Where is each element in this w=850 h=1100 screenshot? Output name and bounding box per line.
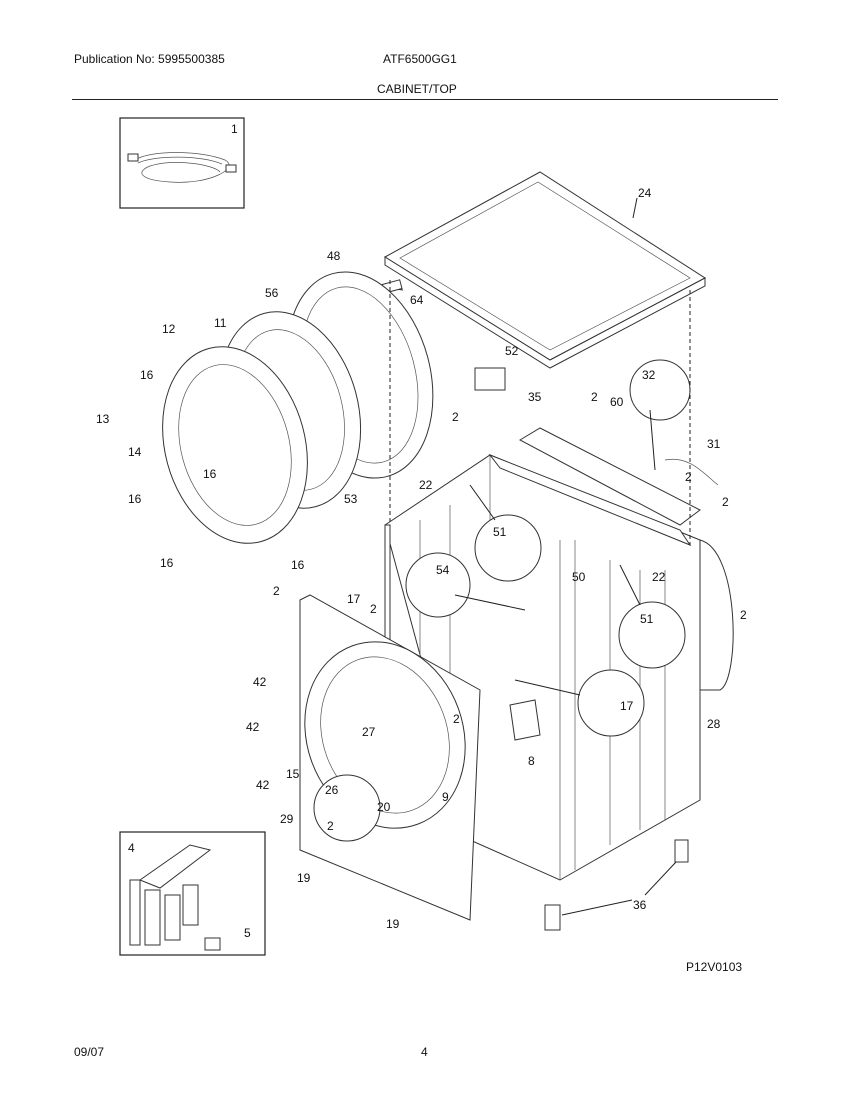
callout-51b: 51	[640, 612, 654, 626]
callout-2d: 2	[722, 495, 729, 509]
callout-20: 20	[377, 800, 391, 814]
callout-4: 4	[128, 841, 135, 855]
callout-8: 8	[528, 754, 535, 768]
leader-lines	[389, 280, 691, 916]
callout-42b: 42	[246, 720, 260, 734]
detail-circle-26	[313, 774, 381, 842]
callout-2g: 2	[740, 608, 747, 622]
callout-16c: 16	[128, 492, 142, 506]
part-31-cord	[664, 458, 719, 486]
callout-48: 48	[327, 249, 341, 263]
section-title: CABINET/TOP	[377, 82, 457, 96]
callout-24: 24	[638, 186, 652, 200]
callout-2e: 2	[273, 584, 280, 598]
inset-hose	[119, 117, 245, 209]
part-8-switch	[509, 699, 541, 741]
footer-date: 09/07	[74, 1045, 105, 1059]
callout-2a: 2	[591, 390, 598, 404]
callout-2c: 2	[685, 470, 692, 484]
callout-42a: 42	[253, 675, 267, 689]
callout-26: 26	[325, 783, 339, 797]
callout-19b: 19	[386, 917, 400, 931]
door-rings	[162, 271, 434, 544]
top-panel	[381, 171, 706, 369]
callout-15: 15	[286, 767, 300, 781]
model-number: ATF6500GG1	[383, 52, 457, 66]
publication-number: Publication No: 5995500385	[74, 52, 225, 66]
callout-29: 29	[280, 812, 294, 826]
detail-circle-17	[577, 669, 645, 737]
footer-page-number: 4	[421, 1045, 428, 1059]
callout-2f: 2	[370, 602, 377, 616]
inset-bracket	[119, 831, 266, 956]
callout-22a: 22	[419, 478, 433, 492]
callout-17a: 17	[347, 592, 361, 606]
detail-circle-32	[629, 359, 691, 421]
callout-16e: 16	[291, 558, 305, 572]
header-rule	[72, 99, 778, 100]
detail-circle-54	[405, 552, 471, 618]
callout-42c: 42	[256, 778, 270, 792]
callout-36: 36	[633, 898, 647, 912]
callout-19a: 19	[297, 871, 311, 885]
callout-14: 14	[128, 445, 142, 459]
callout-60: 60	[610, 395, 624, 409]
callout-54: 54	[436, 563, 450, 577]
callout-56: 56	[265, 286, 279, 300]
callout-9: 9	[442, 790, 449, 804]
callout-2b: 2	[452, 410, 459, 424]
callout-2h: 2	[453, 712, 460, 726]
callout-16a: 16	[140, 368, 154, 382]
callout-1: 1	[231, 122, 238, 136]
figure-code: P12V0103	[686, 960, 743, 974]
callout-27: 27	[362, 725, 376, 739]
callout-22b: 22	[652, 570, 666, 584]
callout-2i: 2	[327, 819, 334, 833]
callout-12: 12	[162, 322, 176, 336]
callout-11: 11	[214, 316, 227, 330]
callout-35: 35	[528, 390, 542, 404]
callout-64: 64	[410, 293, 424, 307]
callout-51a: 51	[493, 525, 507, 539]
callout-32: 32	[642, 368, 656, 382]
callout-16d: 16	[160, 556, 174, 570]
callout-labels: 1 4 5 24 48 56 64 12 11 52 32 16 35 2 60…	[96, 122, 747, 940]
part-52-block	[474, 367, 506, 391]
callout-16b: 16	[203, 467, 217, 481]
callout-50: 50	[572, 570, 586, 584]
detail-circle-51b	[618, 601, 686, 669]
callout-13: 13	[96, 412, 110, 426]
callout-28: 28	[707, 717, 721, 731]
callout-17b: 17	[620, 699, 634, 713]
part-36-foot-a	[544, 904, 561, 931]
callout-5: 5	[244, 926, 251, 940]
callout-31: 31	[707, 437, 721, 451]
part-36-foot-b	[674, 839, 689, 863]
callout-53: 53	[344, 492, 358, 506]
detail-circle-51a	[474, 514, 542, 582]
callout-52: 52	[505, 344, 519, 358]
